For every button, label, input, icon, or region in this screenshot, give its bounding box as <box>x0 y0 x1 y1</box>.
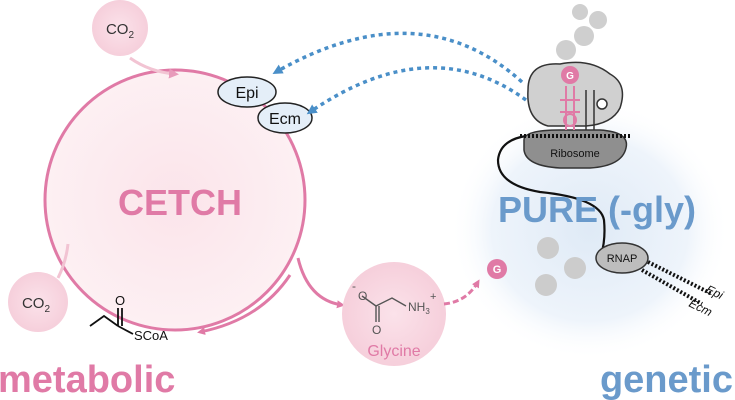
ribosome-to-epi-arrow <box>272 31 524 84</box>
second-trna <box>585 90 608 130</box>
glycine-bonds <box>361 295 407 322</box>
ribosome-to-ecm-arrow <box>306 66 528 115</box>
ribosome-small-subunit <box>523 129 628 169</box>
dna-strand-ecm <box>641 268 703 306</box>
ribosome: G Ribosome <box>520 61 632 169</box>
glycine-label: Glycine <box>367 343 420 360</box>
glycine-bubble: - O O NH3 + Glycine <box>342 262 446 366</box>
ecm-enzyme: Ecm <box>257 102 313 134</box>
metabolic-section-label: metabolic <box>0 359 175 400</box>
substrate-oxygen: O <box>115 293 125 308</box>
cycle-to-substrate-arrow <box>197 274 292 335</box>
epi-enzyme-label: Epi <box>235 85 258 102</box>
pure-system-glow <box>450 100 730 360</box>
rnap-label: RNAP <box>607 253 638 265</box>
propionyl-coa-structure <box>89 308 134 335</box>
genetic-section-label: genetic <box>600 359 733 400</box>
glycine-charge-plus: + <box>430 291 436 303</box>
free-amino-acids <box>535 237 586 296</box>
pure-system-title: PURE (-gly) <box>498 189 696 230</box>
glycine-to-token-arrow <box>443 279 480 306</box>
gene-epi-label: Epi <box>704 282 726 302</box>
co2-bottom-arrow <box>56 243 70 279</box>
svg-text:CO2: CO2 <box>22 295 51 315</box>
nascent-peptide-chain <box>556 4 607 60</box>
mrna-tail <box>496 134 606 259</box>
co2-input-top: CO2 <box>92 0 148 56</box>
svg-text:NH3: NH3 <box>408 300 430 316</box>
glycine-token-label: G <box>493 264 502 276</box>
co2-bottom-formula: CO <box>22 295 45 312</box>
epi-enzyme: Epi <box>217 76 277 108</box>
svg-text:CO2: CO2 <box>106 21 135 41</box>
ribosome-label: Ribosome <box>550 148 600 160</box>
co2-bottom-subscript: 2 <box>44 304 50 315</box>
glycine-oxygen-top: O <box>358 289 367 303</box>
trna-token-label: G <box>566 71 574 82</box>
glycine-token: G <box>487 259 507 279</box>
glycine-amine-subscript: 3 <box>425 307 430 316</box>
co2-top-formula: CO <box>106 21 129 38</box>
ribosome-large-subunit <box>527 61 624 127</box>
substrate-coa-label: SCoA <box>134 328 168 343</box>
glycine-amine: NH <box>408 300 425 314</box>
co2-input-bottom: CO2 <box>8 272 68 332</box>
ecm-enzyme-label: Ecm <box>269 111 301 128</box>
rna-polymerase: RNAP <box>595 242 649 274</box>
co2-top-arrow <box>129 56 179 79</box>
glycine-oxygen-bottom: O <box>372 323 381 337</box>
cetch-cycle-title: CETCH <box>118 182 242 223</box>
trna-molecule <box>560 86 580 130</box>
co2-top-subscript: 2 <box>128 30 134 41</box>
cycle-to-glycine-arrow <box>296 257 345 309</box>
glycine-charge-minus: - <box>352 279 356 293</box>
trna-token: G <box>561 66 579 84</box>
